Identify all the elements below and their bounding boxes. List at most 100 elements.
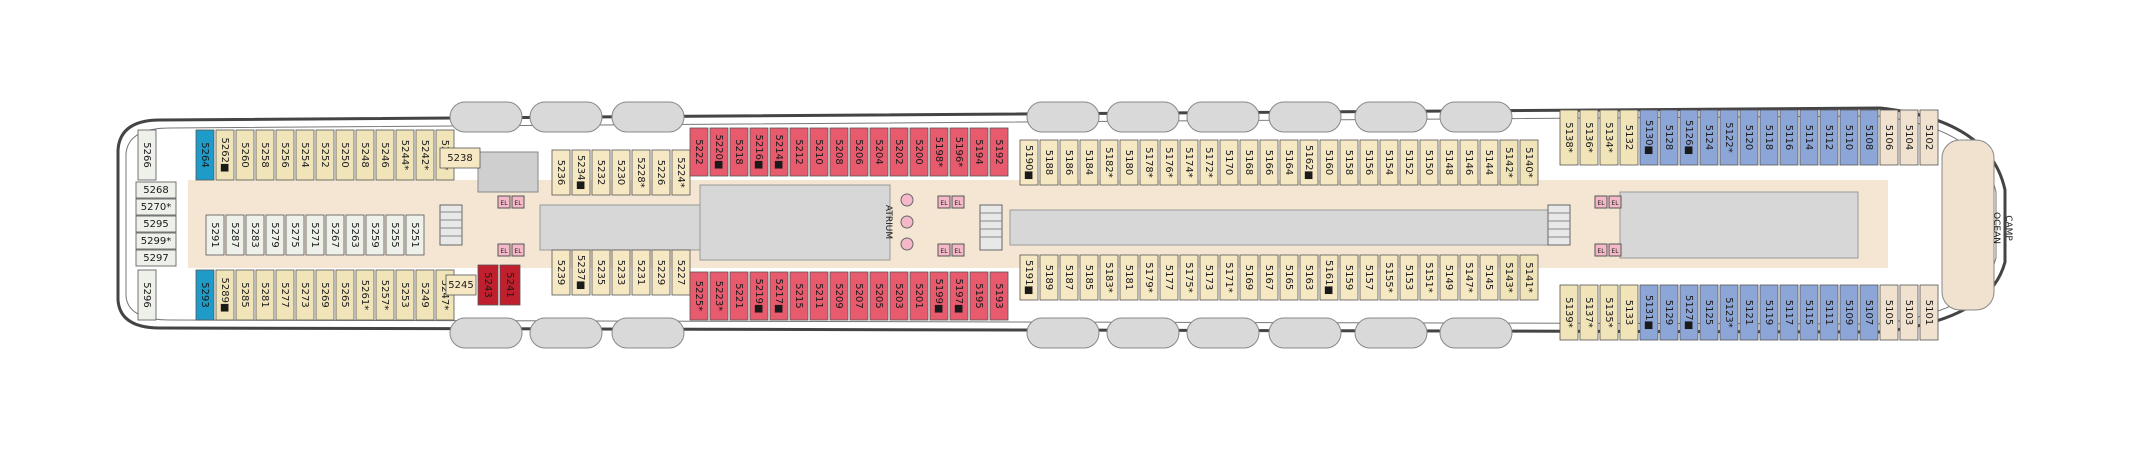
cabin-5164[interactable]: 5164 (1279, 139, 1299, 186)
cabin-5285[interactable]: 5285 (235, 269, 255, 321)
cabin-5148[interactable]: 5148 (1439, 139, 1459, 186)
cabin-5189[interactable]: 5189 (1039, 254, 1059, 301)
cabin-5205[interactable]: 5205 (869, 271, 889, 321)
cabin-5144[interactable]: 5144 (1479, 139, 1499, 186)
cabin-5103[interactable]: 5103 (1899, 284, 1919, 341)
cabin-5175[interactable]: 5175* (1179, 254, 1199, 301)
cabin-5165[interactable]: 5165 (1279, 254, 1299, 301)
cabin-5250[interactable]: 5250 (335, 129, 355, 181)
cabin-5228[interactable]: 5228* (631, 149, 651, 196)
cabin-5273[interactable]: 5273 (295, 269, 315, 321)
cabin-5203[interactable]: 5203 (889, 271, 909, 321)
cabin-5109[interactable]: 5109 (1839, 284, 1859, 341)
cabin-5131[interactable]: 5131■ (1639, 284, 1659, 341)
cabin-5267[interactable]: 5267 (325, 214, 345, 256)
cabin-5172[interactable]: 5172* (1199, 139, 1219, 186)
cabin-5270[interactable]: 5270* (135, 198, 177, 216)
cabin-5124[interactable]: 5124 (1699, 109, 1719, 166)
cabin-5184[interactable]: 5184 (1079, 139, 1099, 186)
cabin-5194[interactable]: 5194 (969, 127, 989, 177)
cabin-5199[interactable]: 5199■ (929, 271, 949, 321)
cabin-5248[interactable]: 5248 (355, 129, 375, 181)
cabin-5193[interactable]: 5193 (989, 271, 1009, 321)
cabin-5121[interactable]: 5121 (1739, 284, 1759, 341)
cabin-5129[interactable]: 5129 (1659, 284, 1679, 341)
cabin-5159[interactable]: 5159 (1339, 254, 1359, 301)
cabin-5182[interactable]: 5182* (1099, 139, 1119, 186)
cabin-5137[interactable]: 5137* (1579, 284, 1599, 341)
cabin-5245[interactable]: 5245 (445, 274, 477, 296)
cabin-5123[interactable]: 5123* (1719, 284, 1739, 341)
cabin-5161[interactable]: 5161■ (1319, 254, 1339, 301)
cabin-5268[interactable]: 5268 (135, 181, 177, 199)
cabin-5225[interactable]: 5225* (689, 271, 709, 321)
cabin-5142[interactable]: 5142* (1499, 139, 1519, 186)
cabin-5108[interactable]: 5108 (1859, 109, 1879, 166)
cabin-5211[interactable]: 5211 (809, 271, 829, 321)
cabin-5118[interactable]: 5118 (1759, 109, 1779, 166)
cabin-5115[interactable]: 5115 (1799, 284, 1819, 341)
cabin-5287[interactable]: 5287 (225, 214, 245, 256)
cabin-5266[interactable]: 5266 (137, 129, 157, 181)
cabin-5163[interactable]: 5163 (1299, 254, 1319, 301)
cabin-5154[interactable]: 5154 (1379, 139, 1399, 186)
cabin-5227[interactable]: 5227 (671, 249, 691, 296)
cabin-5190[interactable]: 5190■ (1019, 139, 1039, 186)
cabin-5214[interactable]: 5214■ (769, 127, 789, 177)
cabin-5220[interactable]: 5220■ (709, 127, 729, 177)
cabin-5275[interactable]: 5275 (285, 214, 305, 256)
cabin-5143[interactable]: 5143* (1499, 254, 1519, 301)
cabin-5166[interactable]: 5166 (1259, 139, 1279, 186)
cabin-5206[interactable]: 5206 (849, 127, 869, 177)
cabin-5149[interactable]: 5149 (1439, 254, 1459, 301)
cabin-5136[interactable]: 5136* (1579, 109, 1599, 166)
cabin-5114[interactable]: 5114 (1799, 109, 1819, 166)
cabin-5162[interactable]: 5162■ (1299, 139, 1319, 186)
cabin-5258[interactable]: 5258 (255, 129, 275, 181)
cabin-5271[interactable]: 5271 (305, 214, 325, 256)
cabin-5119[interactable]: 5119 (1759, 284, 1779, 341)
cabin-5210[interactable]: 5210 (809, 127, 829, 177)
cabin-5198[interactable]: 5198* (929, 127, 949, 177)
cabin-5187[interactable]: 5187 (1059, 254, 1079, 301)
cabin-5160[interactable]: 5160 (1319, 139, 1339, 186)
cabin-5246[interactable]: 5246 (375, 129, 395, 181)
cabin-5207[interactable]: 5207 (849, 271, 869, 321)
cabin-5299[interactable]: 5299* (135, 232, 177, 250)
cabin-5263[interactable]: 5263 (345, 214, 365, 256)
cabin-5171[interactable]: 5171* (1219, 254, 1239, 301)
cabin-5241[interactable]: 5241 (499, 264, 521, 306)
cabin-5130[interactable]: 5130■ (1639, 109, 1659, 166)
cabin-5262[interactable]: 5262■ (215, 129, 235, 181)
cabin-5197[interactable]: 5197■ (949, 271, 969, 321)
cabin-5200[interactable]: 5200 (909, 127, 929, 177)
cabin-5289[interactable]: 5289■ (215, 269, 235, 321)
cabin-5281[interactable]: 5281 (255, 269, 275, 321)
cabin-5269[interactable]: 5269 (315, 269, 335, 321)
cabin-5238[interactable]: 5238 (439, 147, 481, 169)
cabin-5230[interactable]: 5230 (611, 149, 631, 196)
cabin-5217[interactable]: 5217■ (769, 271, 789, 321)
cabin-5256[interactable]: 5256 (275, 129, 295, 181)
cabin-5293[interactable]: 5293 (195, 269, 215, 321)
cabin-5223[interactable]: 5223* (709, 271, 729, 321)
cabin-5168[interactable]: 5168 (1239, 139, 1259, 186)
cabin-5179[interactable]: 5179* (1139, 254, 1159, 301)
cabin-5212[interactable]: 5212 (789, 127, 809, 177)
cabin-5107[interactable]: 5107 (1859, 284, 1879, 341)
cabin-5295[interactable]: 5295 (135, 215, 177, 233)
cabin-5192[interactable]: 5192 (989, 127, 1009, 177)
cabin-5226[interactable]: 5226 (651, 149, 671, 196)
cabin-5257[interactable]: 5257* (375, 269, 395, 321)
cabin-5196[interactable]: 5196* (949, 127, 969, 177)
cabin-5125[interactable]: 5125 (1699, 284, 1719, 341)
cabin-5236[interactable]: 5236 (551, 149, 571, 196)
cabin-5101[interactable]: 5101 (1919, 284, 1939, 341)
cabin-5264[interactable]: 5264 (195, 129, 215, 181)
cabin-5174[interactable]: 5174* (1179, 139, 1199, 186)
cabin-5120[interactable]: 5120 (1739, 109, 1759, 166)
cabin-5181[interactable]: 5181 (1119, 254, 1139, 301)
cabin-5132[interactable]: 5132 (1619, 109, 1639, 166)
cabin-5261[interactable]: 5261* (355, 269, 375, 321)
cabin-5253[interactable]: 5253 (395, 269, 415, 321)
